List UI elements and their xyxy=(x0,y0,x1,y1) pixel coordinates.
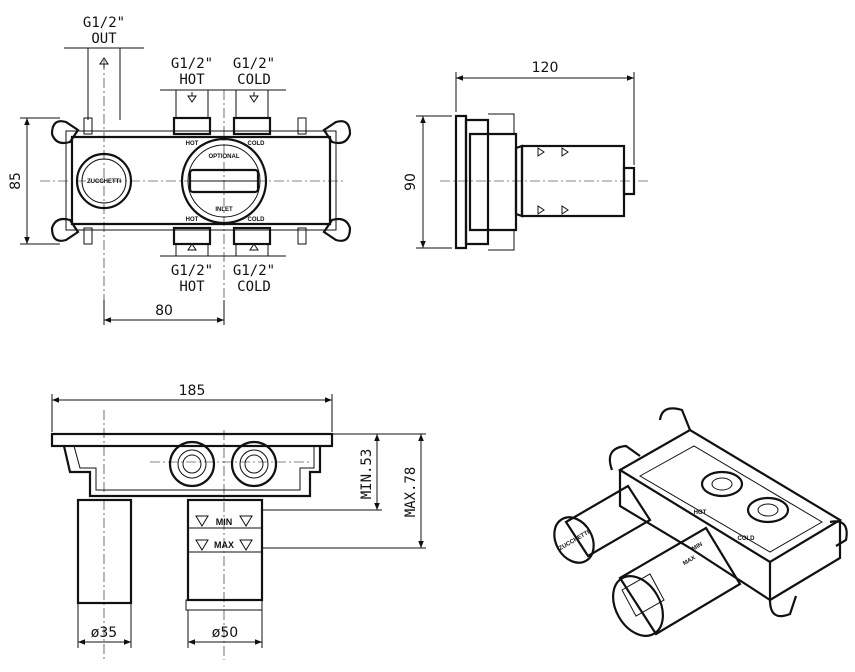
cartridge-top: OPTIONAL INLET xyxy=(180,137,268,225)
width-dimension-front: 185 xyxy=(179,383,206,399)
diameter-50-label: ø50 xyxy=(212,625,238,641)
engraving-optional: OPTIONAL xyxy=(209,154,240,160)
iso-hot-label: HOT xyxy=(694,510,707,516)
iso-view: ZUCCHETTI MIN MAX HOT COLD xyxy=(553,407,848,637)
arrow-down-icon xyxy=(249,92,259,103)
min-mark: MIN xyxy=(216,517,233,527)
engraving-hot-bottom: HOT xyxy=(186,217,199,223)
max-mark: MAX xyxy=(214,540,234,550)
arrow-up-icon xyxy=(99,57,109,68)
top-view: ZUCCHETTI OPTIONAL INLET HOT COLD HOT CO… xyxy=(8,15,352,325)
hot-bottom-size: G1/2" xyxy=(171,263,213,279)
hot-top-size: G1/2" xyxy=(171,56,213,72)
hot-bottom-label: HOT xyxy=(179,279,205,295)
max-depth-dimension: MAX.78 xyxy=(403,467,419,518)
depth-dimension-side: 120 xyxy=(532,60,559,76)
arrow-down-icon xyxy=(187,92,197,103)
diameter-35-label: ø35 xyxy=(91,625,117,641)
height-dimension-top: 85 xyxy=(8,172,24,190)
iso-max-mark: MAX xyxy=(682,555,697,567)
engraving-cold-top: COLD xyxy=(248,141,266,147)
cold-port-front xyxy=(230,440,278,488)
cold-top-label: COLD xyxy=(237,72,271,88)
out-port-label: OUT xyxy=(91,31,117,47)
engraving-hot-top: HOT xyxy=(186,141,199,147)
cartridge-cylinder xyxy=(186,498,264,602)
width-dimension-top: 80 xyxy=(155,303,173,319)
engraving-inlet: INLET xyxy=(215,207,233,213)
cold-top-size: G1/2" xyxy=(233,56,275,72)
brand-label-top: ZUCCHETTI xyxy=(87,179,121,185)
arrow-up-icon xyxy=(249,243,259,251)
iso-min-mark: MIN xyxy=(691,542,704,553)
iso-brand-label: ZUCCHETTI xyxy=(558,530,591,552)
mounting-plate xyxy=(50,432,334,448)
hot-port-front xyxy=(168,440,216,488)
side-view: 120 90 xyxy=(403,60,650,251)
min-depth-dimension: MIN.53 xyxy=(359,449,375,500)
out-cylinder xyxy=(76,498,133,605)
cold-bottom-label: COLD xyxy=(237,279,271,295)
engraving-cold-bottom: COLD xyxy=(248,217,266,223)
hot-top-label: HOT xyxy=(179,72,205,88)
iso-cold-label: COLD xyxy=(738,536,756,542)
out-port-size: G1/2" xyxy=(83,15,125,31)
cold-bottom-size: G1/2" xyxy=(233,263,275,279)
height-dimension-side: 90 xyxy=(403,173,419,191)
front-view: MIN MAX 185 MIN.53 MAX.78 ø35 ø50 xyxy=(50,383,426,660)
arrow-up-icon xyxy=(187,243,197,251)
out-cap-top: ZUCCHETTI xyxy=(75,152,133,210)
